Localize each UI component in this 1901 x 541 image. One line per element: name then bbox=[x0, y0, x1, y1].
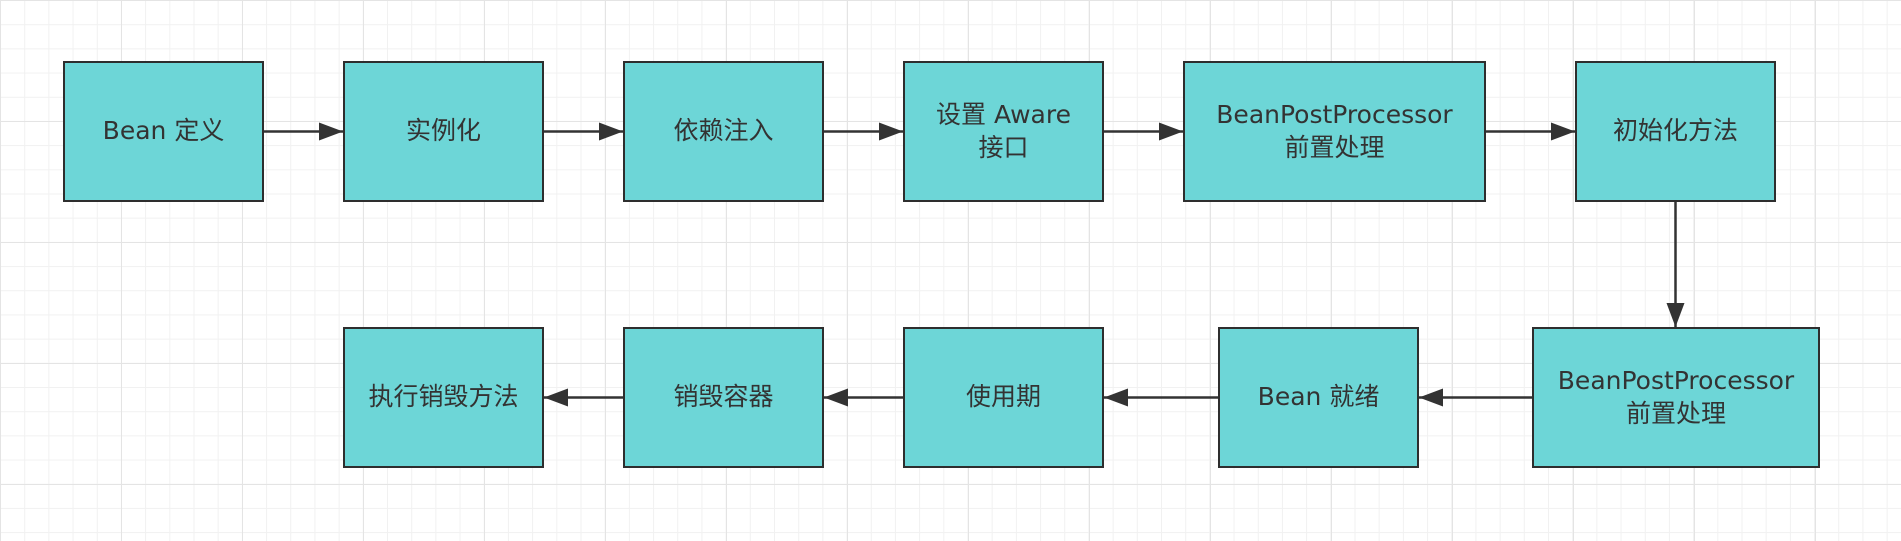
node-destroy-container: 销毁容器 bbox=[623, 327, 824, 468]
node-init-method: 初始化方法 bbox=[1575, 61, 1776, 202]
node-bean-ready: Bean 就绪 bbox=[1218, 327, 1419, 468]
node-instantiation: 实例化 bbox=[343, 61, 544, 202]
node-beanpostprocessor-pre-2: BeanPostProcessor 前置处理 bbox=[1532, 327, 1820, 468]
node-beanpostprocessor-pre-1: BeanPostProcessor 前置处理 bbox=[1183, 61, 1486, 202]
node-bean-definition: Bean 定义 bbox=[63, 61, 264, 202]
node-usage-period: 使用期 bbox=[903, 327, 1104, 468]
node-execute-destroy-method: 执行销毁方法 bbox=[343, 327, 544, 468]
node-dependency-injection: 依赖注入 bbox=[623, 61, 824, 202]
node-set-aware-interface: 设置 Aware 接口 bbox=[903, 61, 1104, 202]
